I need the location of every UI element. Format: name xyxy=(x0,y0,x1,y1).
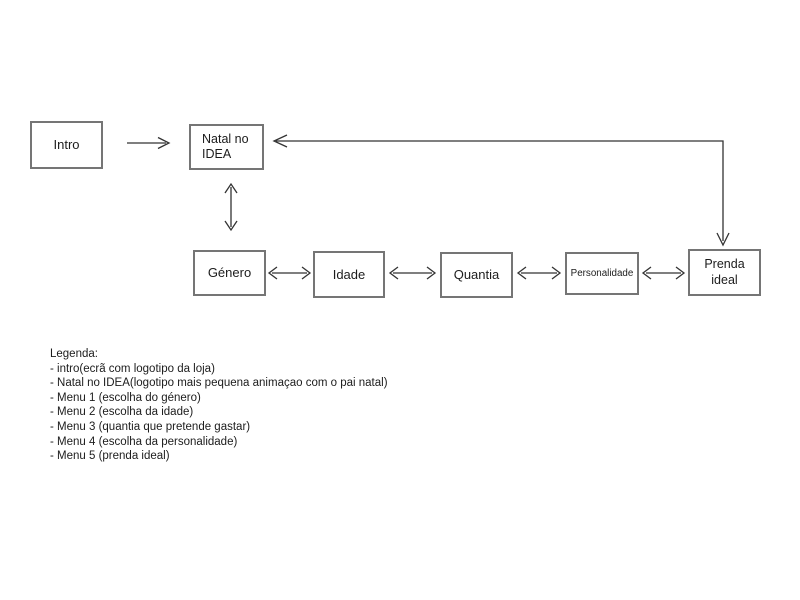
node-genero: Género xyxy=(193,250,266,296)
legend-item: - Natal no IDEA(logotipo mais pequena an… xyxy=(50,377,388,390)
arrow-idade-quantia xyxy=(388,266,437,280)
legend-item: - Menu 5 (prenda ideal) xyxy=(50,450,170,463)
node-natal-no-idea: Natal no IDEA xyxy=(189,124,264,170)
node-prenda-ideal: Prenda ideal xyxy=(688,249,761,296)
legend-item: - intro(ecrã com logotipo da loja) xyxy=(50,362,215,375)
arrow-intro-to-natal xyxy=(127,136,171,150)
arrow-genero-idade xyxy=(267,266,312,280)
node-intro: Intro xyxy=(30,121,103,169)
node-personalidade: Personalidade xyxy=(565,252,639,295)
arrow-natal-prenda-ideal xyxy=(272,134,730,247)
legend-item: - Menu 1 (escolha do género) xyxy=(50,391,201,404)
node-quantia: Quantia xyxy=(440,252,513,298)
legend-item: - Menu 4 (escolha da personalidade) xyxy=(50,435,238,448)
legend-item: - Menu 2 (escolha da idade) xyxy=(50,406,194,419)
legend-title: Legenda: xyxy=(50,348,98,360)
arrow-personalidade-prenda xyxy=(641,266,686,280)
legend-item: - Menu 3 (quantia que pretende gastar) xyxy=(50,420,251,433)
arrow-natal-genero xyxy=(224,182,238,232)
node-idade: Idade xyxy=(313,251,385,298)
arrow-quantia-personalidade xyxy=(516,266,562,280)
legend: Legenda: - intro(ecrã com logotipo da lo… xyxy=(50,347,388,464)
